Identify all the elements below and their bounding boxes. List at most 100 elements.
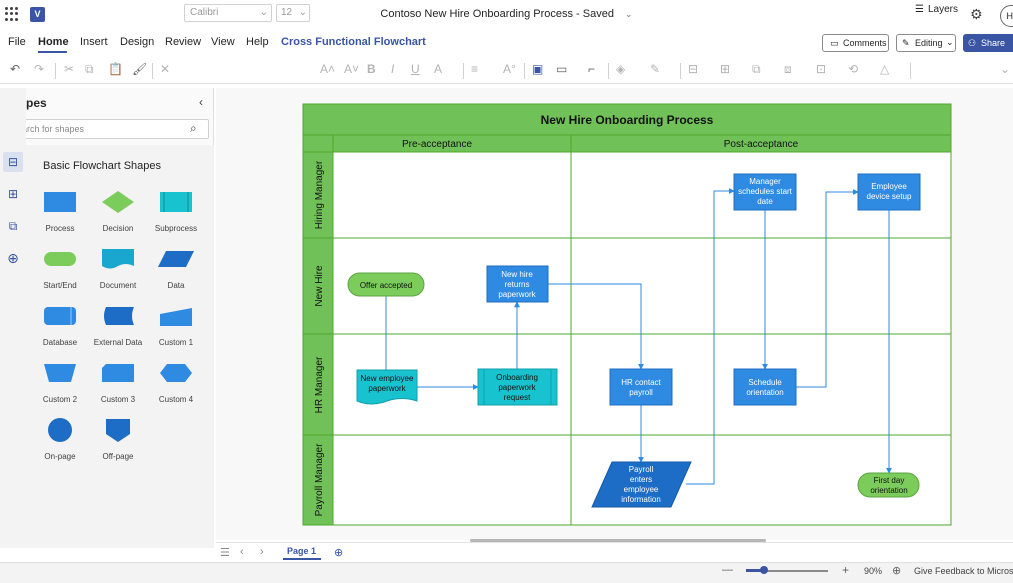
effects-icon[interactable]: △: [880, 62, 890, 76]
stencil-shape-external[interactable]: External Data: [90, 302, 146, 354]
stencil-shape-document[interactable]: Document: [90, 245, 146, 297]
align-icon[interactable]: ≡: [471, 62, 479, 76]
phase-label-post[interactable]: Post-acceptance: [724, 139, 799, 150]
stencil-shape-custom1[interactable]: Custom 1: [148, 302, 204, 354]
stencil-shape-offpage[interactable]: Off-page: [90, 416, 146, 468]
bring-forward-icon[interactable]: ⧉: [752, 62, 761, 76]
node-hr-contact-payroll[interactable]: HR contact payroll: [609, 368, 673, 406]
shrink-font-icon[interactable]: A˅: [344, 62, 360, 76]
stencil-shape-custom3[interactable]: Custom 3: [90, 359, 146, 411]
feedback-link[interactable]: Give Feedback to Microsoft: [914, 566, 1013, 576]
connector-returns-to-hrcontact[interactable]: [548, 283, 644, 370]
node-schedule-orientation[interactable]: Schedule orientation: [733, 368, 797, 406]
lane-label-hiring-manager[interactable]: Hiring Manager: [314, 160, 325, 229]
layers-button[interactable]: ☰Layers: [915, 4, 958, 15]
node-employee-device-setup[interactable]: Employee device setup: [857, 173, 921, 211]
stencil-shape-process[interactable]: Process: [32, 188, 88, 240]
paste-icon[interactable]: 📋: [108, 62, 123, 76]
copy-icon[interactable]: ⧉: [85, 62, 94, 76]
basic-flowchart-stencil-icon[interactable]: ⊟: [3, 152, 23, 172]
tab-design[interactable]: Design: [120, 36, 155, 48]
share-button[interactable]: ⚇ Share: [963, 34, 1013, 52]
position-icon[interactable]: ⊟: [688, 62, 699, 76]
page-list-icon[interactable]: ☰: [220, 547, 230, 559]
tab-view[interactable]: View: [211, 36, 235, 48]
cut-icon[interactable]: ✂: [64, 62, 75, 76]
stencil-shape-onpage[interactable]: On-page: [32, 416, 88, 468]
chevron-left-icon[interactable]: ‹: [199, 95, 203, 109]
cross-functional-flowchart[interactable]: New Hire Onboarding Process Pre-acceptan…: [300, 100, 956, 532]
zoom-slider-thumb[interactable]: [760, 566, 768, 574]
connector-orientation-to-equipment[interactable]: [796, 189, 859, 388]
arrange-icon[interactable]: ⊞: [720, 62, 731, 76]
send-backward-icon[interactable]: ⧈: [784, 62, 792, 76]
comments-button[interactable]: ▭ Comments: [822, 34, 889, 52]
node-offer-accepted[interactable]: Offer accepted: [347, 272, 425, 297]
editing-mode-button[interactable]: ✎ Editing ⌄: [896, 34, 956, 52]
chevron-left-icon[interactable]: ‹: [240, 546, 244, 558]
underline-icon[interactable]: U: [411, 62, 420, 76]
italic-icon[interactable]: I: [391, 62, 395, 76]
node-first-day-orientation[interactable]: First day orientation: [857, 472, 920, 498]
stencil-shape-custom4[interactable]: Custom 4: [148, 359, 204, 411]
font-name-select[interactable]: Calibri ⌄: [184, 4, 272, 22]
connector-payroll-to-schedules[interactable]: [686, 188, 735, 485]
lane-label-new-hire[interactable]: New Hire: [314, 265, 325, 307]
lane-label-hr-manager[interactable]: HR Manager: [314, 356, 325, 413]
add-stencil-icon[interactable]: ⊕: [7, 250, 19, 266]
tab-file[interactable]: File: [8, 36, 26, 48]
overflow-chevron-icon[interactable]: ⌄: [1000, 62, 1011, 76]
node-manager-schedules-start-date[interactable]: Manager schedules start date: [733, 173, 797, 211]
shape-search-input[interactable]: Search for shapes: [4, 119, 209, 139]
node-payroll-enters-information[interactable]: Payroll enters employee information: [591, 461, 692, 508]
zoom-out-icon[interactable]: —: [722, 564, 733, 576]
group-icon[interactable]: ⊡: [816, 62, 827, 76]
lane-label-payroll-manager[interactable]: Payroll Manager: [314, 443, 325, 516]
tab-review[interactable]: Review: [165, 36, 202, 48]
redo-icon[interactable]: ↷: [34, 62, 45, 76]
stencil-shape-data[interactable]: Data: [148, 245, 204, 297]
font-size-select[interactable]: 12 ⌄: [276, 4, 310, 22]
tab-home[interactable]: Home: [38, 36, 69, 48]
format-painter-icon[interactable]: 🖌: [132, 62, 148, 76]
phase-label-pre[interactable]: Pre-acceptance: [402, 139, 472, 150]
fill-color-icon[interactable]: ◈: [616, 62, 626, 76]
more-stencils-icon[interactable]: ⧉: [8, 219, 18, 233]
chevron-right-icon[interactable]: ›: [260, 546, 264, 558]
visio-logo-icon[interactable]: V: [30, 7, 45, 22]
diagram-title[interactable]: New Hire Onboarding Process: [541, 113, 714, 127]
node-new-employee-paperwork[interactable]: New employee paperwork: [356, 369, 418, 405]
horizontal-scrollbar[interactable]: [470, 539, 766, 542]
zoom-slider-track[interactable]: [746, 570, 828, 572]
add-page-icon[interactable]: ⊕: [334, 547, 344, 559]
search-icon[interactable]: ⌕: [190, 121, 197, 135]
page-tab-1[interactable]: Page 1: [287, 546, 317, 556]
shape-icon[interactable]: ▭: [556, 62, 568, 76]
gear-icon[interactable]: ⚙: [970, 6, 983, 22]
connector-icon[interactable]: ⌐: [588, 62, 596, 76]
app-launcher-icon[interactable]: [5, 7, 19, 21]
delete-icon[interactable]: ✕: [160, 62, 171, 76]
grow-font-icon[interactable]: A˄: [320, 62, 336, 76]
line-color-icon[interactable]: ✎: [650, 62, 661, 76]
rotate-icon[interactable]: ⟲: [848, 62, 859, 76]
text-box-icon[interactable]: ▣: [532, 62, 544, 76]
text-style-icon[interactable]: A°: [503, 62, 516, 76]
font-color-icon[interactable]: A: [434, 62, 443, 76]
cross-functional-stencil-icon[interactable]: ⊞: [7, 187, 19, 201]
node-onboarding-paperwork-request[interactable]: Onboarding paperwork request: [477, 368, 558, 406]
stencil-shape-custom2[interactable]: Custom 2: [32, 359, 88, 411]
stencil-shape-startend[interactable]: Start/End: [32, 245, 88, 297]
stencil-shape-subprocess[interactable]: Subprocess: [148, 188, 204, 240]
undo-icon[interactable]: ↶: [10, 62, 21, 76]
stencil-shape-decision[interactable]: Decision: [90, 188, 146, 240]
fit-to-window-icon[interactable]: ⊕: [892, 565, 902, 577]
zoom-in-icon[interactable]: +: [842, 563, 850, 577]
bold-icon[interactable]: B: [367, 62, 376, 76]
tab-help[interactable]: Help: [246, 36, 269, 48]
node-new-hire-returns-paperwork[interactable]: New hire returns paperwork: [486, 265, 549, 303]
zoom-level[interactable]: 90%: [864, 566, 883, 576]
tab-cross-functional-flowchart[interactable]: Cross Functional Flowchart: [281, 36, 426, 48]
stencil-shape-database[interactable]: Database: [32, 302, 88, 354]
tab-insert[interactable]: Insert: [80, 36, 108, 48]
